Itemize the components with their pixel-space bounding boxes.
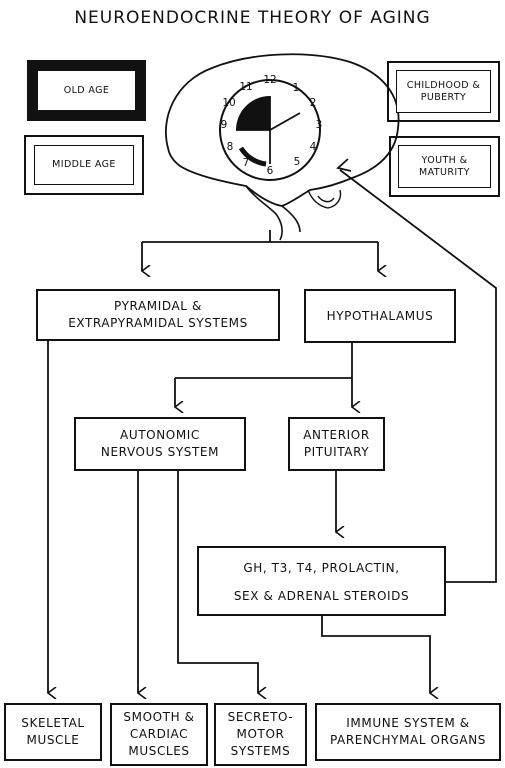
hormones-line-1: GH, T3, T4, PROLACTIN, — [234, 553, 409, 583]
youth-line-2: MATURITY — [419, 167, 470, 179]
skeletal-muscle-box: SKELETAL MUSCLE — [4, 703, 102, 761]
clock-num-8: 8 — [222, 141, 238, 153]
immune-organs-box: IMMUNE SYSTEM & PARENCHYMAL ORGANS — [315, 703, 501, 761]
clock-num-2: 2 — [305, 97, 321, 109]
brainstem — [246, 186, 300, 240]
anterior-pituitary-box: ANTERIOR PITUITARY — [288, 417, 385, 471]
childhood-box: CHILDHOOD & PUBERTY — [396, 70, 491, 113]
secreto-line-3: SYSTEMS — [228, 743, 294, 760]
old-age-box: OLD AGE — [37, 70, 136, 111]
secreto-line-2: MOTOR — [228, 726, 294, 743]
old-age-label: OLD AGE — [64, 85, 110, 97]
middle-age-frame: MIDDLE AGE — [24, 135, 144, 195]
pyramidal-line-1: PYRAMIDAL & — [68, 298, 248, 315]
youth-frame: YOUTH & MATURITY — [389, 136, 500, 197]
clock-num-5: 5 — [289, 156, 305, 168]
smooth-line-3: MUSCLES — [123, 743, 194, 760]
smooth-line-1: SMOOTH & — [123, 709, 194, 726]
middle-age-label: MIDDLE AGE — [52, 159, 116, 171]
youth-box: YOUTH & MATURITY — [398, 145, 491, 188]
autonomic-box: AUTONOMIC NERVOUS SYSTEM — [74, 417, 246, 471]
clock-num-9: 9 — [216, 119, 232, 131]
old-age-frame: OLD AGE — [27, 60, 146, 121]
youth-line-1: YOUTH & — [419, 155, 470, 167]
childhood-frame: CHILDHOOD & PUBERTY — [387, 61, 500, 122]
clock-num-6: 6 — [262, 165, 278, 177]
hypothalamus-label: HYPOTHALAMUS — [327, 308, 434, 325]
cerebellum — [308, 190, 341, 208]
clock-num-4: 4 — [305, 141, 321, 153]
pituitary-line-1: ANTERIOR — [303, 427, 370, 444]
childhood-line-1: CHILDHOOD & — [407, 80, 480, 92]
skeletal-line-1: SKELETAL — [21, 715, 84, 732]
secreto-line-1: SECRETO- — [228, 709, 294, 726]
clock-num-7: 7 — [238, 157, 254, 169]
secretomotor-box: SECRETO- MOTOR SYSTEMS — [214, 703, 307, 766]
clock-num-11: 11 — [238, 81, 254, 93]
skeletal-line-2: MUSCLE — [21, 732, 84, 749]
pyramidal-line-2: EXTRAPYRAMIDAL SYSTEMS — [68, 315, 248, 332]
clock-num-1: 1 — [288, 82, 304, 94]
childhood-line-2: PUBERTY — [407, 92, 480, 104]
immune-line-1: IMMUNE SYSTEM & — [330, 715, 486, 732]
pituitary-line-2: PITUITARY — [303, 444, 370, 461]
smooth-cardiac-box: SMOOTH & CARDIAC MUSCLES — [110, 703, 208, 766]
pyramidal-box: PYRAMIDAL & EXTRAPYRAMIDAL SYSTEMS — [36, 289, 280, 341]
middle-age-box: MIDDLE AGE — [34, 145, 134, 185]
smooth-line-2: CARDIAC — [123, 726, 194, 743]
hormones-line-2: SEX & ADRENAL STEROIDS — [234, 583, 409, 609]
autonomic-line-1: AUTONOMIC — [101, 427, 219, 444]
hormones-box: GH, T3, T4, PROLACTIN, SEX & ADRENAL STE… — [197, 546, 446, 616]
clock-num-3: 3 — [311, 119, 327, 131]
clock-num-10: 10 — [221, 97, 237, 109]
immune-line-2: PARENCHYMAL ORGANS — [330, 732, 486, 749]
clock-num-12: 12 — [262, 74, 278, 86]
hypothalamus-box: HYPOTHALAMUS — [304, 289, 456, 343]
autonomic-line-2: NERVOUS SYSTEM — [101, 444, 219, 461]
